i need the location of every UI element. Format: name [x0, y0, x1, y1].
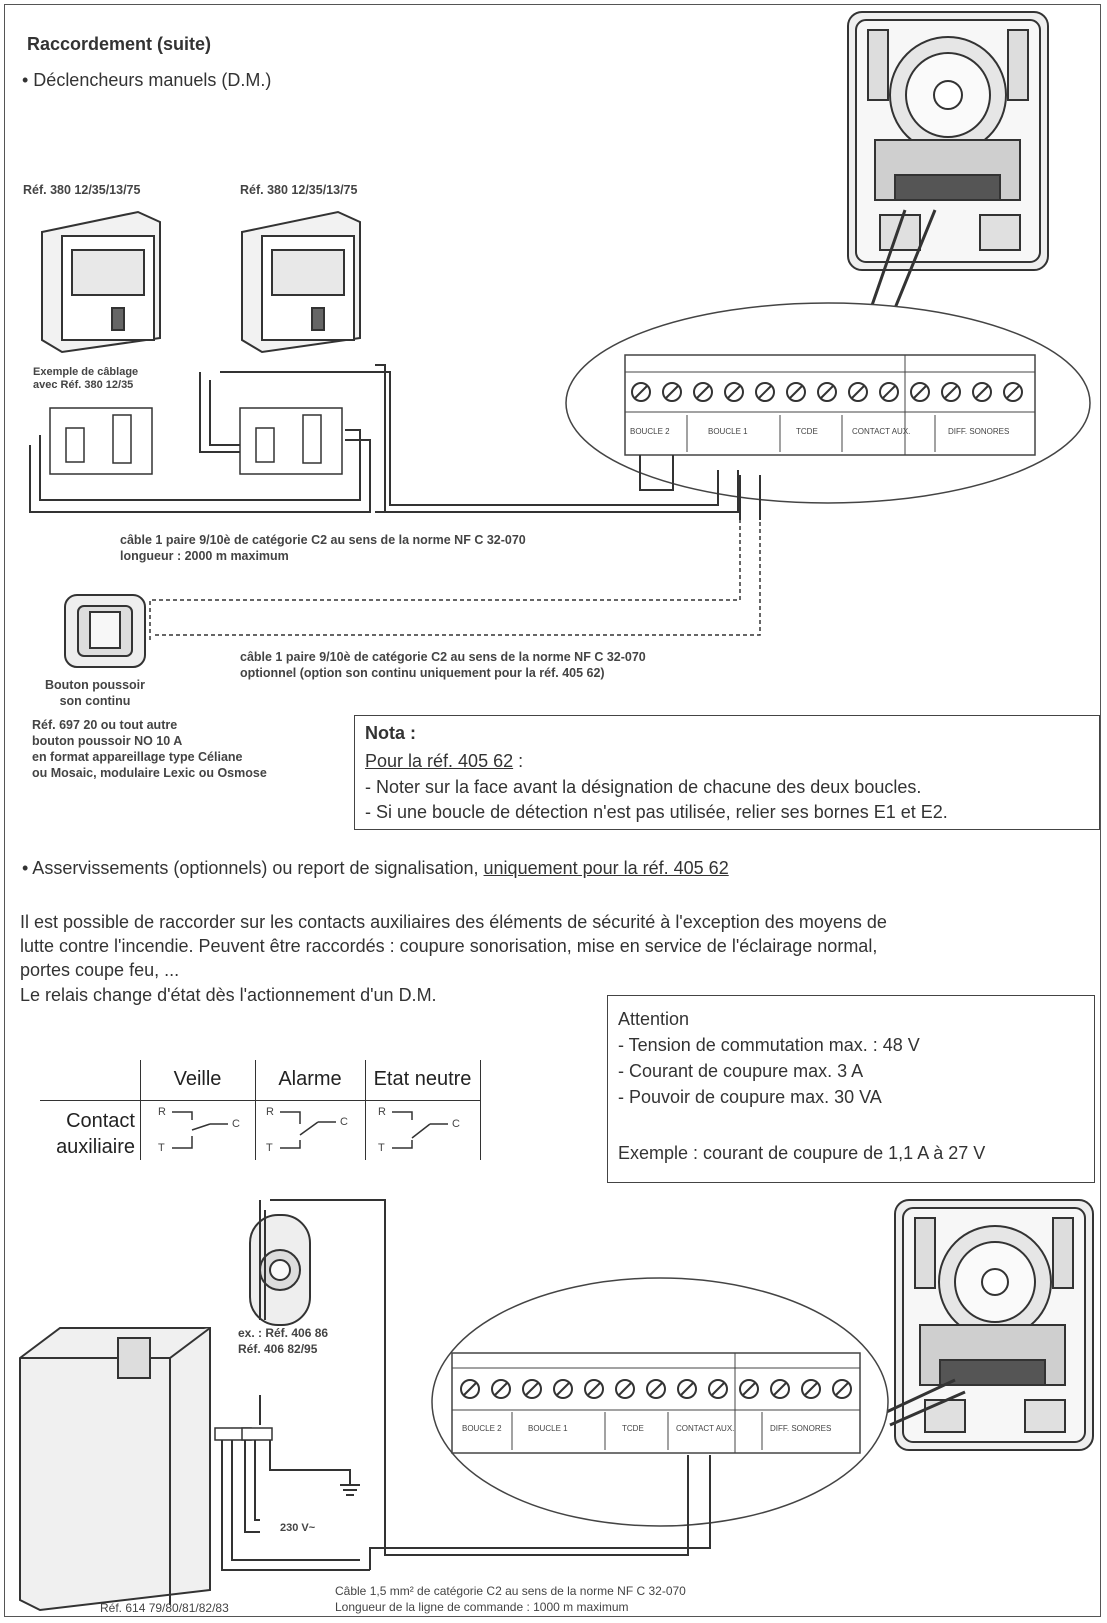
siren-device-top: [847, 11, 1049, 271]
section-heading: Raccordement (suite): [27, 34, 212, 54]
nota-subtitle-text: Pour la réf. 405 62: [365, 751, 514, 771]
pin-r-veille: R: [158, 1106, 166, 1118]
pushbutton-label-1: Bouton poussoir: [45, 678, 145, 692]
table-divider-1: [140, 1060, 141, 1160]
ref-dm-left: Réf. 380 12/35/13/75: [23, 183, 141, 197]
paragraph-line-2: lutte contre l'incendie. Peuvent être ra…: [20, 936, 878, 956]
pin-r-alarme: R: [266, 1106, 274, 1118]
attention-box: Attention - Tension de commutation max. …: [607, 995, 1095, 1183]
cable1-line1: câble 1 paire 9/10è de catégorie C2 au s…: [120, 533, 526, 547]
nota-subtitle: Pour la réf. 405 62 :: [365, 749, 523, 774]
pushbutton-device: [64, 594, 146, 668]
power-supply-ref: Réf. 614 79/80/81/82/83: [100, 1601, 229, 1615]
terminal-label-diff-sonores: DIFF. SONORES: [948, 427, 1010, 436]
terminal-bottom-diff-sonores: DIFF. SONORES: [770, 1424, 832, 1433]
nota-title: Nota :: [365, 723, 416, 743]
pin-t-alarme: T: [266, 1142, 273, 1154]
table-divider-4: [480, 1060, 481, 1160]
attention-title: Attention: [618, 1009, 690, 1029]
dm-terminal-left: [49, 407, 153, 475]
pin-c-alarme: C: [340, 1116, 348, 1128]
nota-line-1: - Noter sur la face avant la désignation…: [365, 777, 922, 797]
terminal-label-contact-aux: CONTACT AUX.: [852, 427, 911, 436]
bullet-manual-triggers: • Déclencheurs manuels (D.M.): [22, 70, 272, 90]
module-ref-2: Réf. 406 82/95: [238, 1342, 318, 1356]
terminal-label-boucle2: BOUCLE 2: [630, 427, 670, 436]
attention-line-2: - Courant de coupure max. 3 A: [618, 1061, 864, 1081]
dm-terminal-right: [239, 407, 343, 475]
power-supply-device: [19, 1327, 211, 1612]
nota-box: Nota : Pour la réf. 405 62 : - Noter sur…: [354, 715, 1100, 830]
wiring-example-label-1: Exemple de câblage: [33, 366, 139, 378]
nota-line-2: - Si une boucle de détection n'est pas u…: [365, 802, 948, 822]
table-header-veille: Veille: [173, 1068, 222, 1090]
attention-line-3: - Pouvoir de coupure max. 30 VA: [618, 1087, 882, 1107]
pin-t-neutre: T: [378, 1142, 385, 1154]
dm-device-left: [41, 210, 161, 354]
nota-subtitle-suffix: :: [513, 751, 524, 771]
paragraph-line-4: Le relais change d'état dès l'actionneme…: [20, 985, 437, 1005]
ref-dm-right: Réf. 380 12/35/13/75: [240, 183, 358, 197]
cable3-line1: Câble 1,5 mm² de catégorie C2 au sens de…: [335, 1584, 686, 1598]
power-terminals: [214, 1427, 273, 1441]
dm-wiring: [29, 364, 761, 520]
cable2-line2: optionnel (option son continu uniquement…: [240, 666, 605, 680]
bottom-wiring: [221, 1199, 711, 1571]
dm-device-right: [241, 210, 361, 354]
cable3-line2: Longueur de la ligne de commande : 1000 …: [335, 1600, 629, 1614]
terminal-bottom-boucle1: BOUCLE 1: [528, 1424, 568, 1433]
wiring-example-label-2: avec Réf. 380 12/35: [33, 379, 134, 391]
paragraph-line-1: Il est possible de raccorder sur les con…: [20, 912, 887, 932]
table-header-rule: [40, 1100, 480, 1101]
table-row-label-2: auxiliaire: [56, 1136, 135, 1158]
pushbutton-ref-3: en format appareillage type Céliane: [32, 750, 243, 764]
terminal-label-tcde: TCDE: [796, 427, 818, 436]
terminal-bottom-contact-aux: CONTACT AUX.: [676, 1424, 735, 1433]
voltage-label: 230 V~: [280, 1522, 316, 1534]
cable2-line1: câble 1 paire 9/10è de catégorie C2 au s…: [240, 650, 646, 664]
terminal-bottom-boucle2: BOUCLE 2: [462, 1424, 502, 1433]
contact-symbols: [172, 1111, 448, 1149]
pushbutton-label-2: son continu: [59, 694, 131, 708]
siren-device-bottom: [894, 1199, 1094, 1451]
pushbutton-ref-2: bouton poussoir NO 10 A: [32, 734, 183, 748]
attention-line-1: - Tension de commutation max. : 48 V: [618, 1035, 920, 1055]
table-divider-3: [365, 1060, 366, 1160]
table-header-alarme: Alarme: [278, 1068, 342, 1090]
terminal-block-bottom: [451, 1352, 861, 1454]
table-divider-2: [255, 1060, 256, 1160]
attention-example: Exemple : courant de coupure de 1,1 A à …: [618, 1143, 986, 1163]
table-header-etat-neutre: Etat neutre: [373, 1068, 472, 1090]
table-row-label-1: Contact: [66, 1110, 135, 1132]
pin-c-neutre: C: [452, 1118, 460, 1130]
bullet-asservissements: • Asservissements (optionnels) ou report…: [22, 858, 729, 879]
pin-r-neutre: R: [378, 1106, 386, 1118]
paragraph-line-3: portes coupe feu, ...: [20, 960, 180, 980]
pushbutton-ref-4: ou Mosaic, modulaire Lexic ou Osmose: [32, 766, 267, 780]
pin-t-veille: T: [158, 1142, 165, 1154]
bullet-asservissements-prefix: • Asservissements (optionnels) ou report…: [22, 858, 484, 878]
dm-optional-wiring: [149, 520, 761, 640]
terminal-label-boucle1: BOUCLE 1: [708, 427, 748, 436]
bullet-asservissements-underlined: uniquement pour la réf. 405 62: [483, 858, 729, 878]
cable1-line2: longueur : 2000 m maximum: [120, 549, 289, 563]
terminal-bottom-tcde: TCDE: [622, 1424, 644, 1433]
page-frame: [4, 4, 1101, 1617]
terminal-block-top: [624, 354, 1036, 456]
pushbutton-ref-1: Réf. 697 20 ou tout autre: [32, 718, 178, 732]
module-ref-1: ex. : Réf. 406 86: [238, 1326, 329, 1340]
pin-c-veille: C: [232, 1118, 240, 1130]
